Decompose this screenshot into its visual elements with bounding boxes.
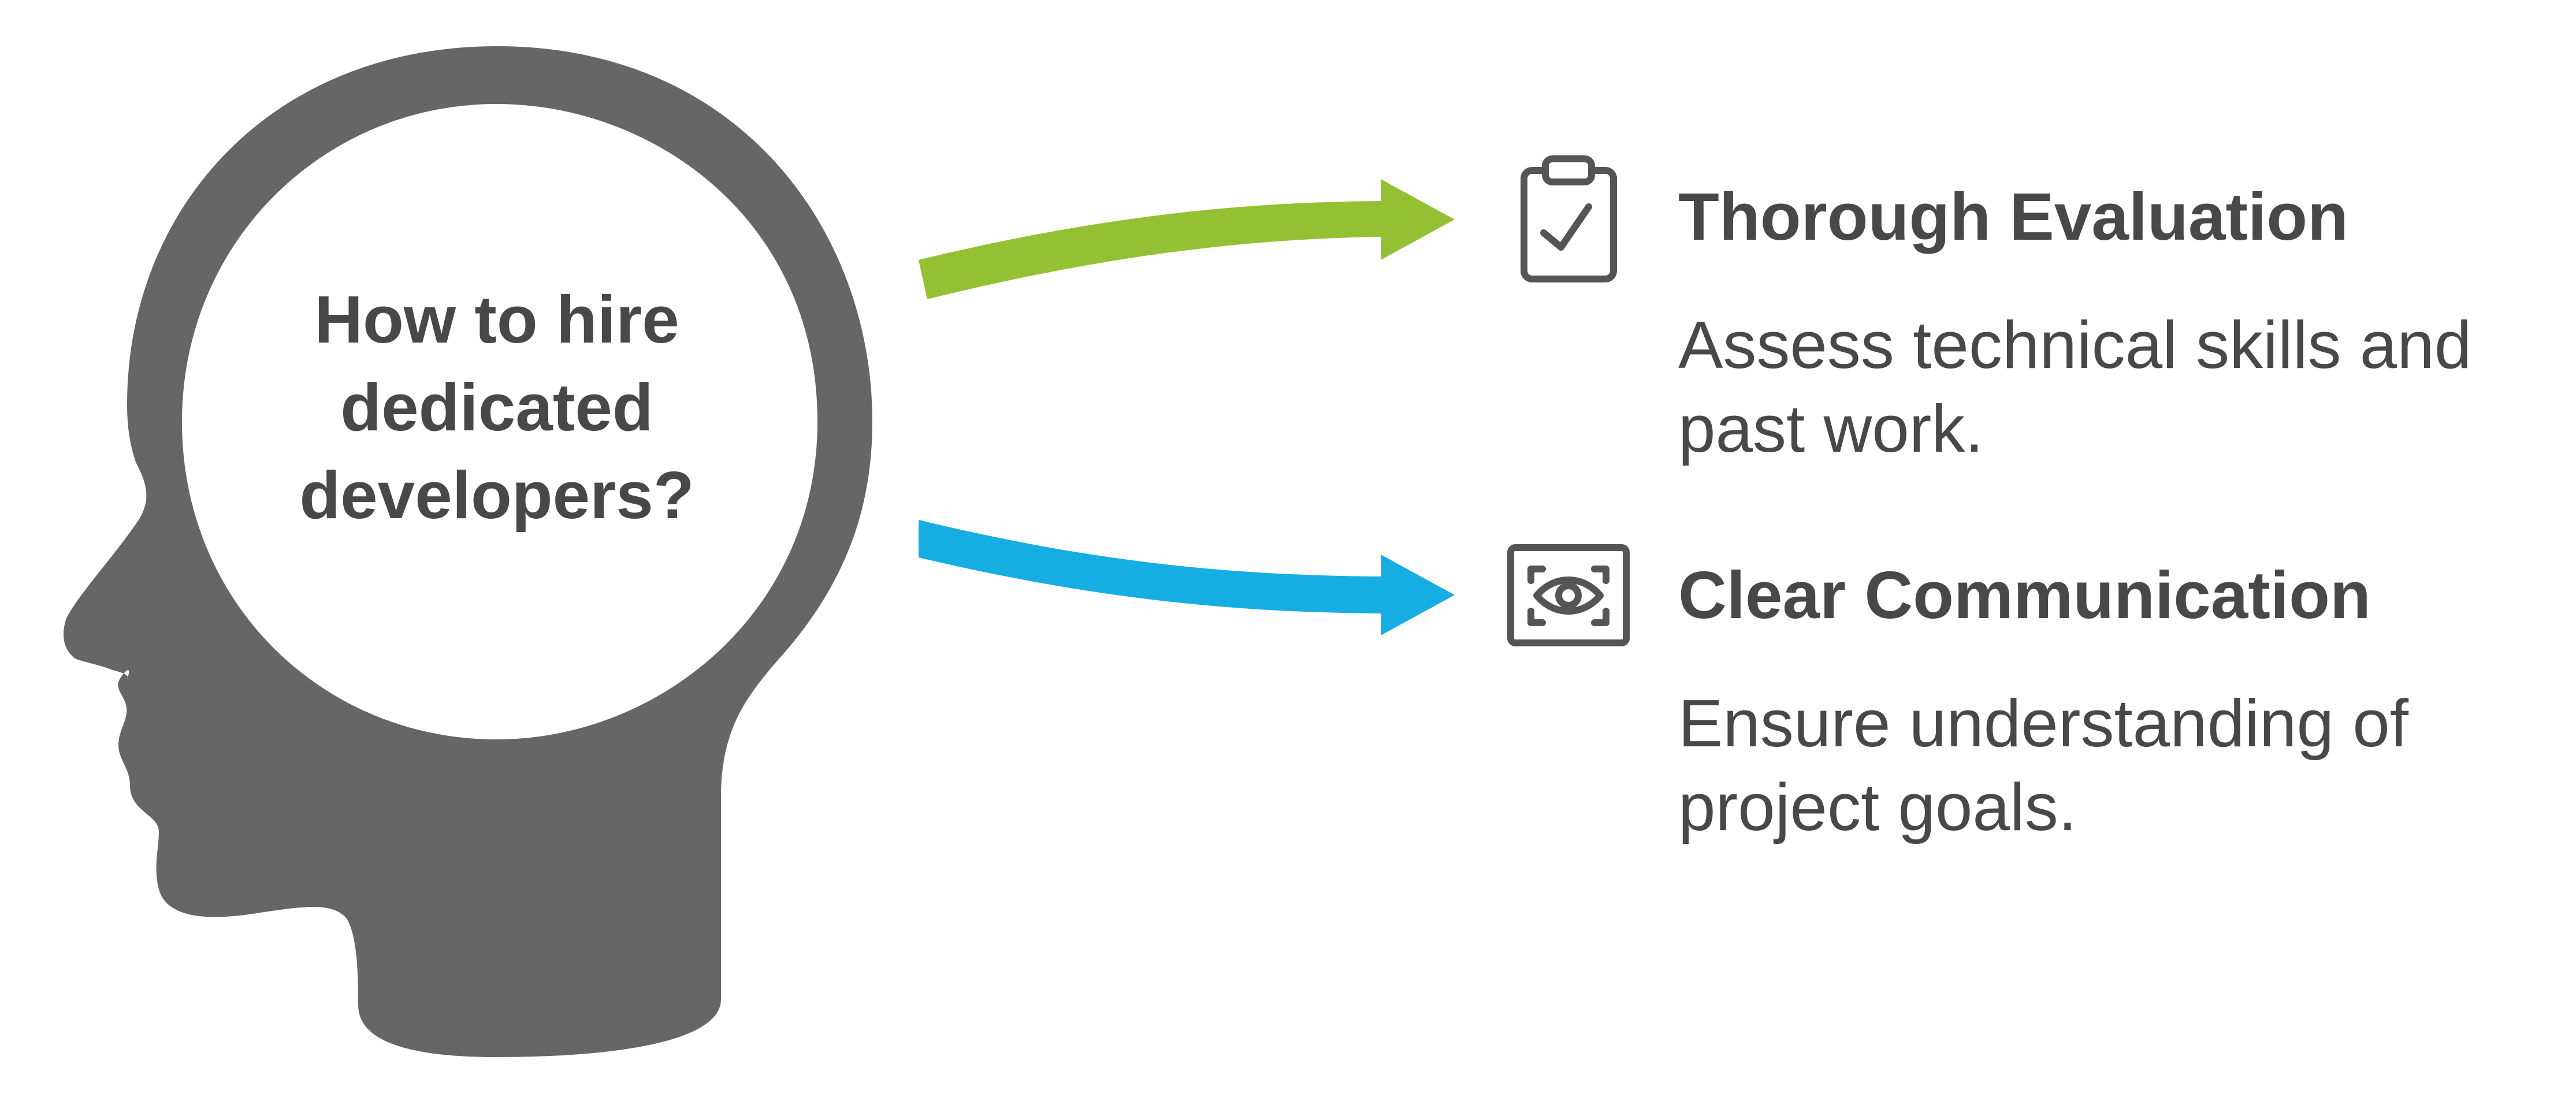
communication-description: Ensure understanding of project goals. [1678,686,2408,845]
head-silhouette [64,46,872,1057]
evaluation-title: Thorough Evaluation [1678,179,2348,254]
central-question-line-3: developers? [299,457,694,533]
arrow-communication [919,520,1455,635]
central-question-line-1: How to hire [314,282,679,357]
clipboard-check-icon [1521,155,1617,282]
arrow-evaluation [919,179,1455,299]
central-question-line-2: dedicated [340,370,653,445]
evaluation-description: Assess technical skills and past work. [1678,307,2472,466]
central-question: How to hire dedicated developers? [299,260,694,555]
eye-scan-icon [1507,544,1630,646]
communication-title: Clear Communication [1678,557,2371,633]
